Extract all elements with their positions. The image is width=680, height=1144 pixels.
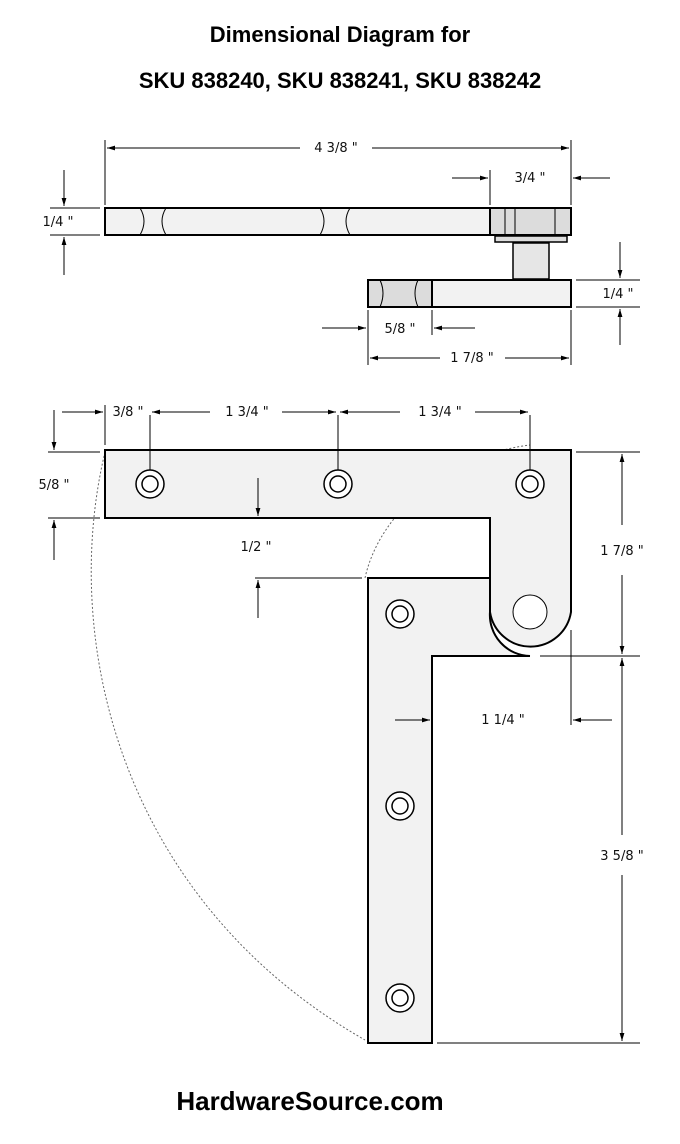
dim-arm-width: 5/8 "	[38, 478, 69, 493]
dim-bottom-length: 1 7/8 "	[450, 351, 493, 366]
bottom-leg	[367, 577, 531, 1044]
dim-offset: 1 1/4 "	[481, 713, 524, 728]
dim-bottom-thickness: 1/4 "	[602, 287, 633, 302]
dim-pivot-width: 3/4 "	[514, 171, 545, 186]
pivot-pin	[512, 242, 550, 280]
pivot-hole	[512, 594, 548, 630]
hole-4	[385, 599, 415, 629]
top-pivot-block	[489, 207, 572, 236]
dim-gap: 1/2 "	[240, 540, 271, 555]
dim-edge-offset: 3/8 "	[112, 405, 143, 420]
washer	[494, 235, 568, 243]
side-view: 4 3/8 " 3/4 " 1/4 " 1/4 " 5/8 " 1 7/8 "	[42, 140, 640, 366]
bottom-pivot-block	[367, 279, 433, 308]
hole-3	[515, 415, 545, 499]
top-arm	[104, 449, 572, 648]
dim-hole-spacing-2: 1 3/4 "	[418, 405, 461, 420]
hole-6	[385, 983, 415, 1013]
countersink-marks-top	[139, 207, 351, 236]
dim-hole-spacing-1: 1 3/4 "	[225, 405, 268, 420]
sku-subtitle: SKU 838240, SKU 838241, SKU 838242	[138, 68, 542, 93]
hole-2	[323, 415, 353, 499]
dim-bottom-pivot: 5/8 "	[384, 322, 415, 337]
swing-arc	[90, 451, 366, 1041]
hole-1	[135, 415, 165, 499]
hole-5	[385, 791, 415, 821]
dim-pivot-height: 1 7/8 "	[600, 544, 643, 559]
dim-top-thickness: 1/4 "	[42, 215, 73, 230]
dim-overall-length: 4 3/8 "	[314, 141, 357, 156]
diagram-title: Dimensional Diagram for	[209, 22, 471, 47]
dim-leg-length: 3 5/8 "	[600, 849, 643, 864]
plan-view: 3/8 " 1 3/4 " 1 3/4 " 5/8 " 1/2 " 1 7/8 …	[38, 405, 644, 1044]
site-footer: HardwareSource.com	[176, 1086, 444, 1116]
